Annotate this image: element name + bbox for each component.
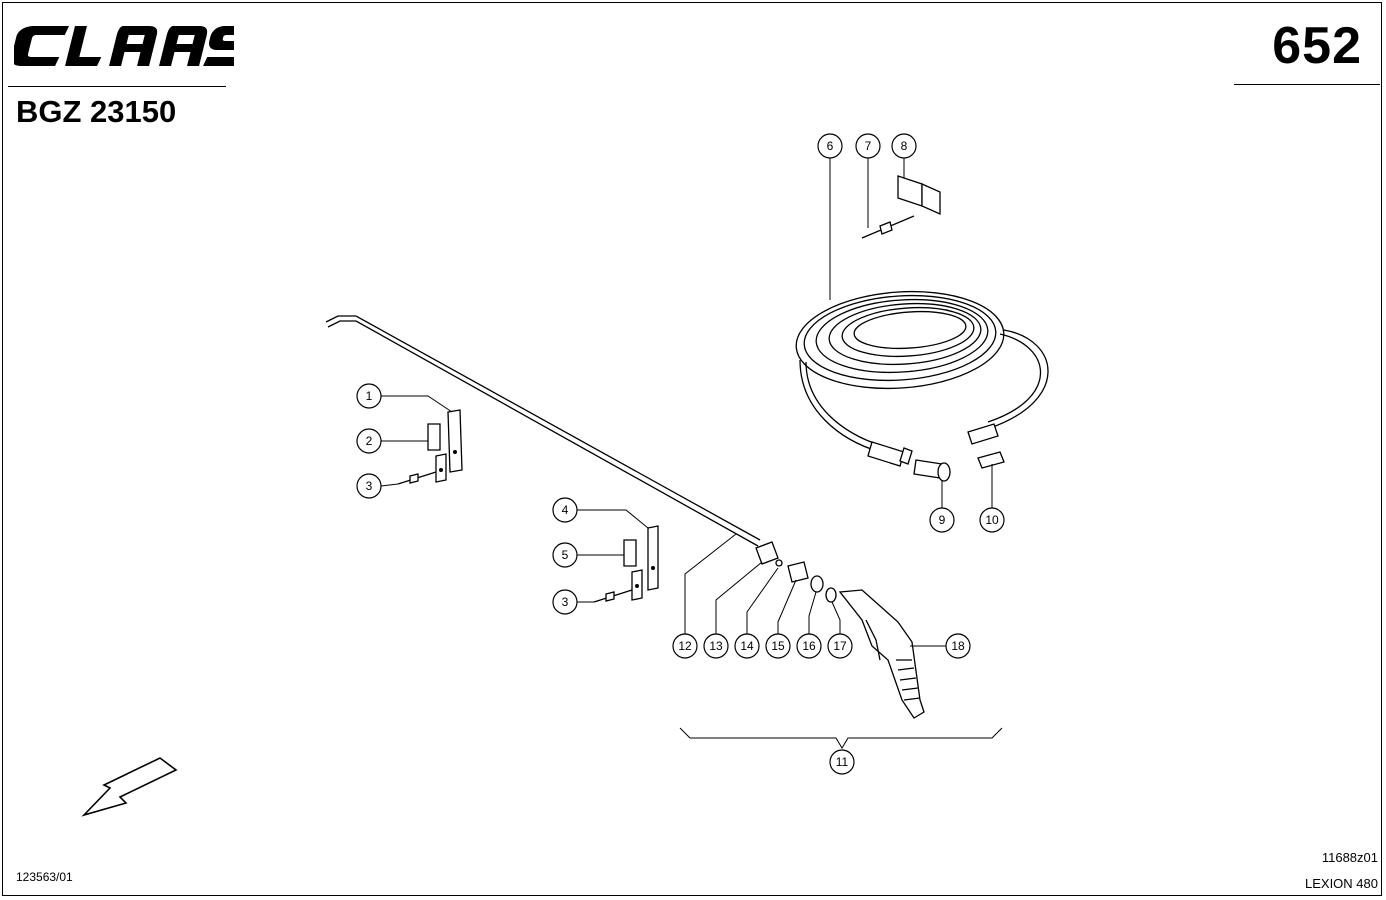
assembly-brace — [679, 727, 1003, 749]
svg-text:16: 16 — [802, 639, 816, 653]
callout-1: 1 — [356, 383, 382, 409]
svg-text:12: 12 — [678, 639, 692, 653]
direction-arrow-icon — [81, 757, 178, 817]
svg-text:18: 18 — [951, 639, 965, 653]
hose-holder-bracket — [897, 175, 941, 216]
svg-text:10: 10 — [985, 513, 999, 527]
air-hose-coil — [795, 290, 1049, 467]
callout-16: 16 — [796, 633, 822, 659]
callout-3-lower: 3 — [552, 589, 578, 615]
svg-text:6: 6 — [827, 139, 834, 153]
coupling-plug — [913, 459, 951, 482]
svg-text:3: 3 — [366, 479, 373, 493]
callout-2: 2 — [356, 428, 382, 454]
callout-17: 17 — [827, 633, 853, 659]
svg-text:7: 7 — [865, 139, 872, 153]
drawing-reference: 11688z01 — [1321, 850, 1378, 865]
assembly-group-code: BGZ 23150 — [16, 94, 177, 129]
blow-gun — [838, 589, 925, 719]
callout-8: 8 — [891, 133, 917, 159]
document-reference: 123563/01 — [16, 870, 73, 884]
svg-text:11: 11 — [836, 755, 849, 769]
callout-4: 4 — [552, 497, 578, 523]
callout-7: 7 — [855, 133, 881, 159]
svg-text:4: 4 — [562, 503, 569, 517]
callout-14: 14 — [734, 633, 760, 659]
svg-text:8: 8 — [901, 139, 908, 153]
callout-5: 5 — [552, 542, 578, 568]
page-number: 652 — [1272, 17, 1362, 75]
callout-12: 12 — [672, 633, 698, 659]
lance-tube — [325, 315, 761, 547]
coupling-nipple — [977, 451, 1005, 469]
callout-13: 13 — [703, 633, 729, 659]
holder-bolt — [861, 215, 915, 239]
callout-15: 15 — [765, 633, 791, 659]
header-divider — [8, 86, 226, 87]
svg-text:1: 1 — [366, 389, 373, 403]
svg-text:15: 15 — [771, 639, 785, 653]
svg-text:13: 13 — [709, 639, 723, 653]
nozzle-fittings — [755, 541, 837, 603]
callout-6: 6 — [817, 133, 843, 159]
callout-11: 11 — [829, 749, 855, 775]
machine-model: LEXION 480 — [1305, 876, 1378, 891]
callout-10: 10 — [979, 507, 1005, 533]
svg-text:17: 17 — [833, 639, 847, 653]
svg-text:5: 5 — [562, 548, 569, 562]
svg-text:2: 2 — [366, 434, 373, 448]
claas-logo — [14, 26, 234, 66]
bracket-assembly-lower — [593, 525, 659, 603]
svg-text:3: 3 — [562, 595, 569, 609]
callout-leaders — [380, 158, 993, 647]
callout-9: 9 — [929, 507, 955, 533]
callout-3-upper: 3 — [356, 473, 382, 499]
page-number-divider — [1234, 84, 1380, 85]
bracket-assembly-upper — [397, 409, 463, 485]
svg-text:14: 14 — [740, 639, 754, 653]
callout-18: 18 — [945, 633, 971, 659]
svg-text:9: 9 — [939, 513, 946, 527]
